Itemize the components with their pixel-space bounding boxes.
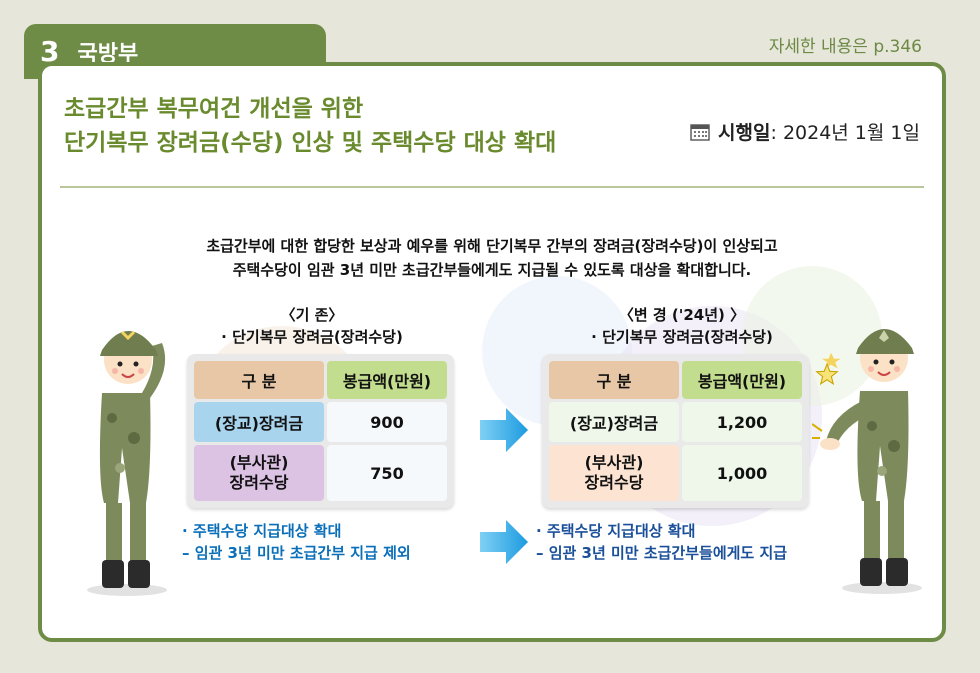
after-table: 구 분 봉급액(만원) (장교)장려금 1,200 (부사관) 장려수당 1,0… <box>542 354 809 508</box>
table-cell-label: (부사관) 장려수당 <box>549 445 679 501</box>
saluting-soldier-illustration <box>87 330 167 596</box>
table-cell-label: (장교)장려금 <box>549 402 679 442</box>
table-cell-value: 1,200 <box>682 402 802 442</box>
after-note: · 주택수당 지급대상 확대 – 임관 3년 미만 초급간부들에게도 지급 <box>536 522 788 562</box>
before-note: · 주택수당 지급대상 확대 – 임관 3년 미만 초급간부 지급 제외 <box>182 522 411 562</box>
page-title: 초급간부 복무여건 개선을 위한 단기복무 장려금(수당) 인상 및 주택수당 … <box>64 92 556 160</box>
table-cell-label: (장교)장려금 <box>194 402 324 442</box>
title-line-2: 단기복무 장려금(수당) 인상 및 주택수당 대상 확대 <box>64 130 557 156</box>
effective-label: 시행일 <box>718 122 771 144</box>
effective-date-value: 2024년 1월 1일 <box>782 122 920 144</box>
arrow-right-icon <box>480 520 528 564</box>
divider <box>60 186 924 188</box>
clapping-soldier-illustration <box>812 329 922 594</box>
table-header-category: 구 분 <box>549 361 679 399</box>
before-heading: 〈기 존〉 · 단기복무 장려금(장려수당) <box>221 306 403 346</box>
table-cell-value: 750 <box>327 445 447 501</box>
page-reference: 자세한 내용은 p.346 <box>768 37 922 57</box>
before-table: 구 분 봉급액(만원) (장교)장려금 900 (부사관) 장려수당 750 <box>187 354 454 508</box>
table-cell-label: (부사관) 장려수당 <box>194 445 324 501</box>
arrow-right-icon <box>480 408 528 452</box>
table-header-salary: 봉급액(만원) <box>682 361 802 399</box>
table-header-category: 구 분 <box>194 361 324 399</box>
calendar-icon <box>690 123 710 141</box>
table-cell-value: 1,000 <box>682 445 802 501</box>
table-header-salary: 봉급액(만원) <box>327 361 447 399</box>
effective-date: 시행일: 2024년 1월 1일 <box>690 118 920 145</box>
content-card: 초급간부 복무여건 개선을 위한 단기복무 장려금(수당) 인상 및 주택수당 … <box>38 62 946 642</box>
table-cell-value: 900 <box>327 402 447 442</box>
section-number: 3 <box>40 35 60 68</box>
title-line-1: 초급간부 복무여건 개선을 위한 <box>64 96 364 122</box>
star-icon <box>815 362 839 386</box>
intro-text: 초급간부에 대한 합당한 보상과 예우를 위해 단기복무 간부의 장려금(장려수… <box>206 237 778 279</box>
after-heading: 〈변 경 ('24년) 〉 · 단기복무 장려금(장려수당) <box>591 306 773 346</box>
